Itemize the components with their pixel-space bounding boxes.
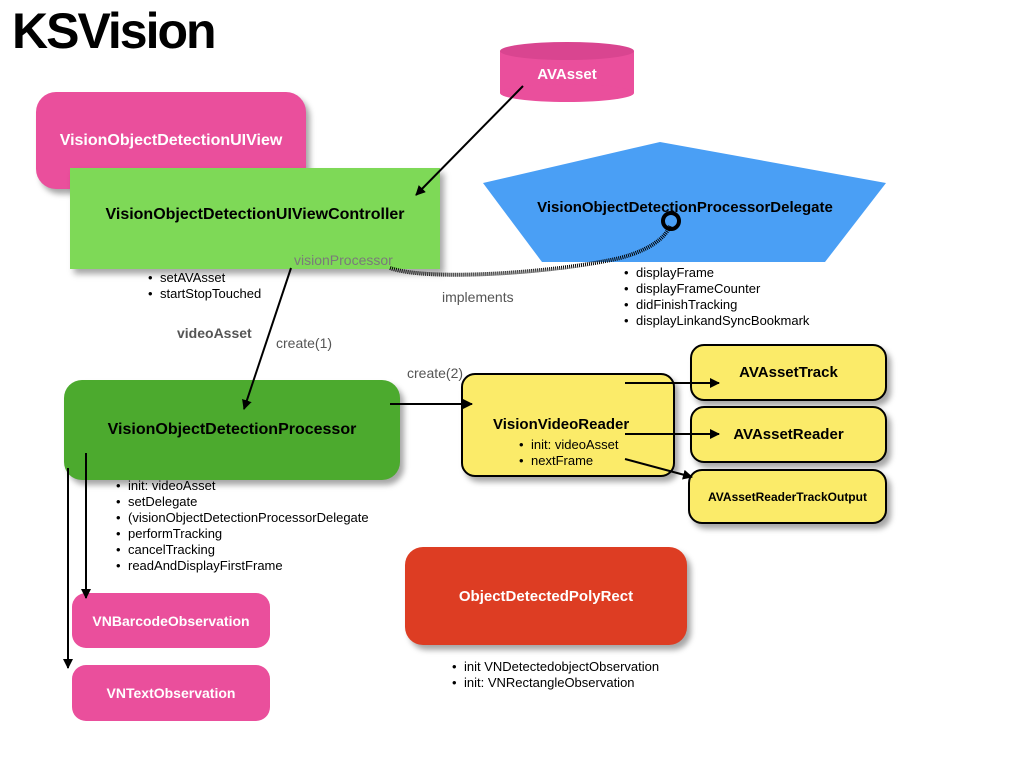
video-reader-title: VisionVideoReader	[493, 416, 630, 433]
method-item: displayLinkandSyncBookmark	[624, 313, 809, 329]
processor-methods: init: videoAsset setDelegate (visionObje…	[114, 478, 369, 574]
text-observation-node[interactable]: VNTextObservation	[72, 665, 270, 721]
method-item-continuation: (visionObjectDetectionProcessorDelegate	[116, 510, 369, 526]
method-item: cancelTracking	[116, 542, 369, 558]
method-item: readAndDisplayFirstFrame	[116, 558, 369, 574]
method-item: performTracking	[116, 526, 369, 542]
method-item: init: VNRectangleObservation	[452, 675, 659, 691]
method-item: init VNDetectedobjectObservation	[452, 659, 659, 675]
ui-view-controller-methods: setAVAsset startStopTouched	[146, 270, 261, 302]
method-item: nextFrame	[519, 453, 618, 469]
delegate-methods: displayFrame displayFrameCounter didFini…	[622, 265, 809, 329]
ui-view-controller-node[interactable]: VisionObjectDetectionUIViewController	[70, 168, 440, 269]
create2-label: create(2)	[407, 365, 464, 381]
create1-label: create(1)	[276, 335, 333, 351]
video-reader-node[interactable]: VisionVideoReader init: videoAsset nextF…	[461, 373, 675, 477]
asset-reader-node[interactable]: AVAssetReader	[690, 406, 887, 463]
barcode-observation-node[interactable]: VNBarcodeObservation	[72, 593, 270, 648]
method-item: setDelegate	[116, 494, 369, 510]
video-asset-label: videoAsset	[177, 325, 252, 341]
video-reader-methods: init: videoAsset nextFrame	[517, 437, 618, 469]
vision-processor-label: visionProcessor	[294, 252, 393, 268]
method-item: init: videoAsset	[519, 437, 618, 453]
method-item: startStopTouched	[148, 286, 261, 302]
avasset-node[interactable]: AVAsset	[537, 65, 597, 83]
processor-node[interactable]: VisionObjectDetectionProcessor	[64, 380, 400, 480]
implements-label: implements	[442, 289, 514, 305]
asset-reader-track-output-node[interactable]: AVAssetReaderTrackOutput	[688, 469, 887, 524]
delegate-node[interactable]: VisionObjectDetectionProcessorDelegate	[537, 198, 833, 216]
method-item: didFinishTracking	[624, 297, 809, 313]
method-item: displayFrameCounter	[624, 281, 809, 297]
poly-rect-node[interactable]: ObjectDetectedPolyRect	[405, 547, 687, 645]
page-title: KSVision	[12, 3, 217, 59]
asset-track-node[interactable]: AVAssetTrack	[690, 344, 887, 401]
method-item: init: videoAsset	[116, 478, 369, 494]
method-item: displayFrame	[624, 265, 809, 281]
poly-rect-methods: init VNDetectedobjectObservation init: V…	[450, 659, 659, 691]
method-item: setAVAsset	[148, 270, 261, 286]
